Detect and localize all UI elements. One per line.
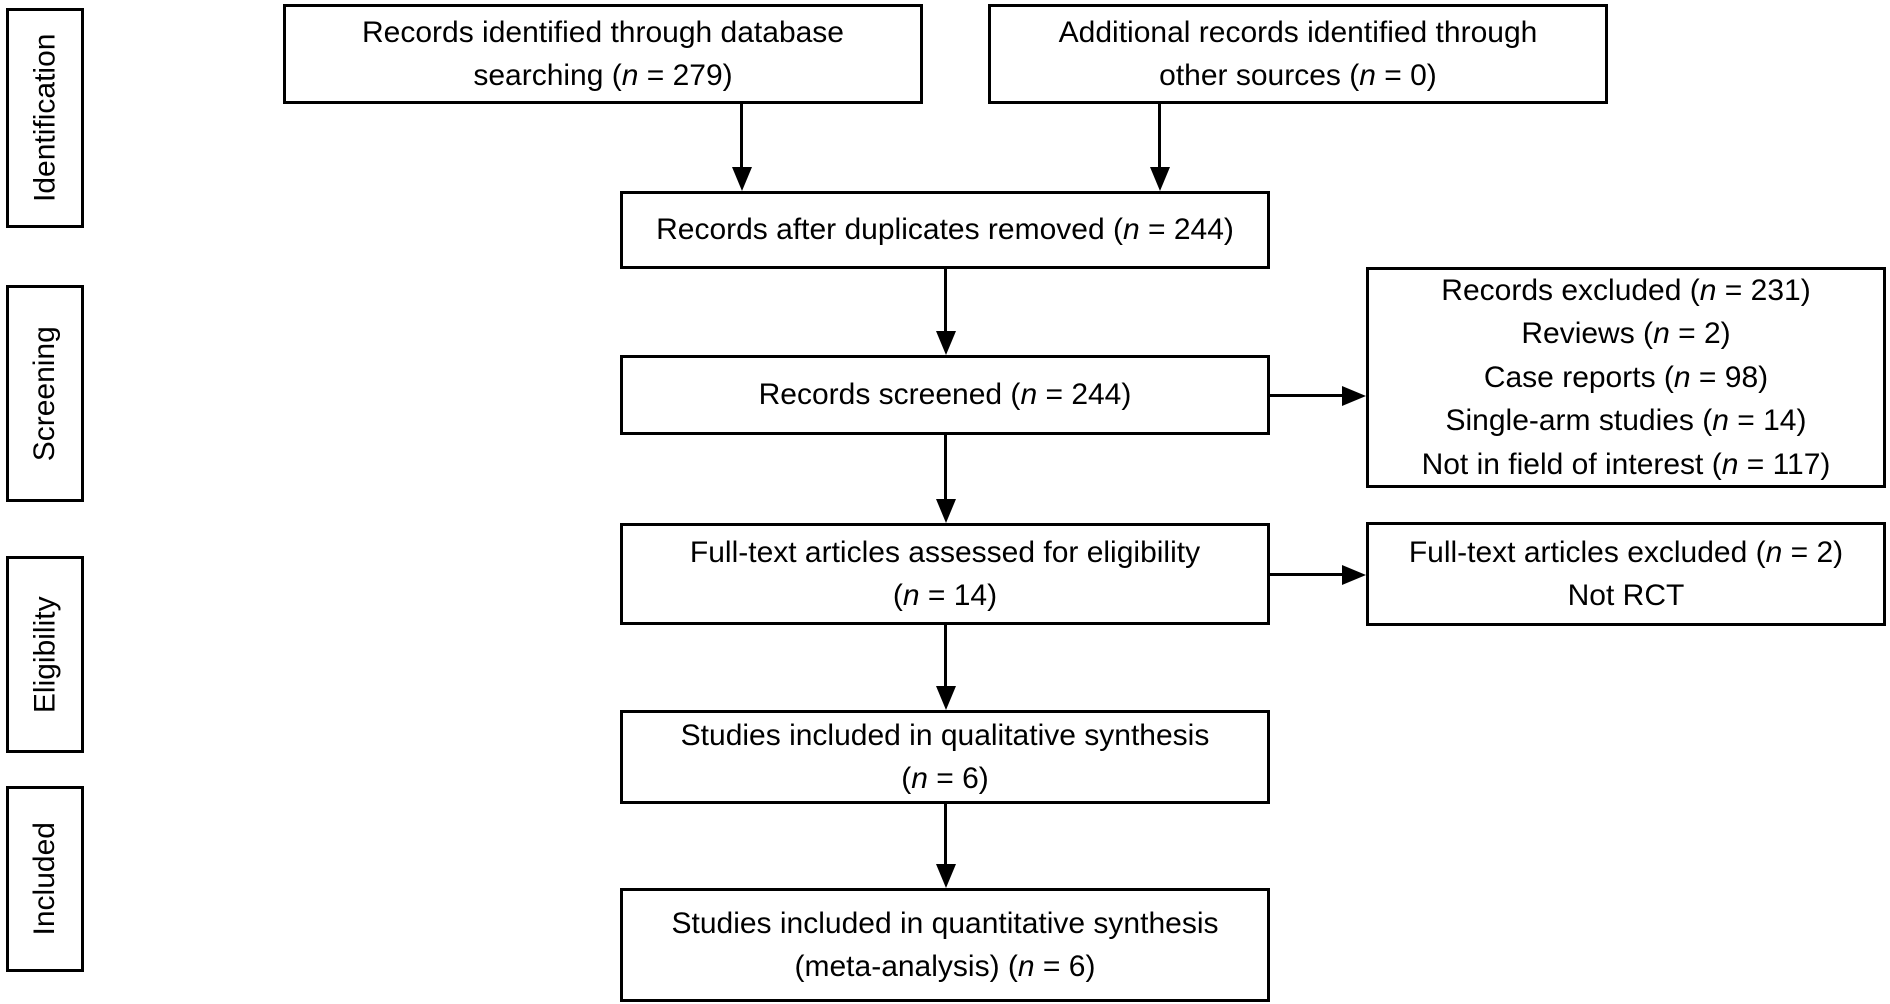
stage-box-included: Included [6,786,84,972]
stage-box-eligibility: Eligibility [6,556,84,753]
box-fulltext-excluded: Full-text articles excluded (n = 2)Not R… [1366,522,1886,626]
box-records-screened: Records screened (n = 244) [620,355,1270,435]
stage-label-eligibility: Eligibility [28,596,62,713]
arrow-screened-to-fulltext [944,435,947,499]
box-label: Full-text articles assessed for eligibil… [689,535,1201,613]
stage-box-identification: Identification [6,8,84,228]
box-qualitative-synthesis: Studies included in qualitative synthesi… [620,710,1270,804]
box-label: Records screened (n = 244) [758,378,1132,412]
arrow-duplicates-to-screened [944,269,947,331]
stage-label-included: Included [28,822,62,936]
box-label: Records after duplicates removed (n = 24… [656,213,1234,247]
stage-label-identification: Identification [28,33,62,203]
arrow-othersources-to-duplicates [1158,104,1161,167]
stage-label-screening: Screening [28,325,62,462]
box-fulltext-assessed: Full-text articles assessed for eligibil… [620,523,1270,625]
box-label: Studies included in quantitative synthes… [671,906,1219,984]
arrow-fulltext-to-qualitative [944,625,947,686]
stage-box-screening: Screening [6,285,84,502]
arrow-qualitative-to-quantitative [944,804,947,864]
box-records-excluded: Records excluded (n = 231)Reviews (n = 2… [1366,267,1886,488]
box-records-after-duplicates-removed: Records after duplicates removed (n = 24… [620,191,1270,269]
box-quantitative-synthesis: Studies included in quantitative synthes… [620,888,1270,1002]
arrow-dbsearch-to-duplicates [740,104,743,167]
arrow-fulltext-to-ftexcluded [1270,573,1342,576]
box-label: Records excluded (n = 231)Reviews (n = 2… [1421,273,1831,481]
box-label: Studies included in qualitative synthesi… [680,718,1210,796]
box-label: Full-text articles excluded (n = 2)Not R… [1408,535,1844,613]
arrow-screened-to-excluded [1270,394,1342,397]
